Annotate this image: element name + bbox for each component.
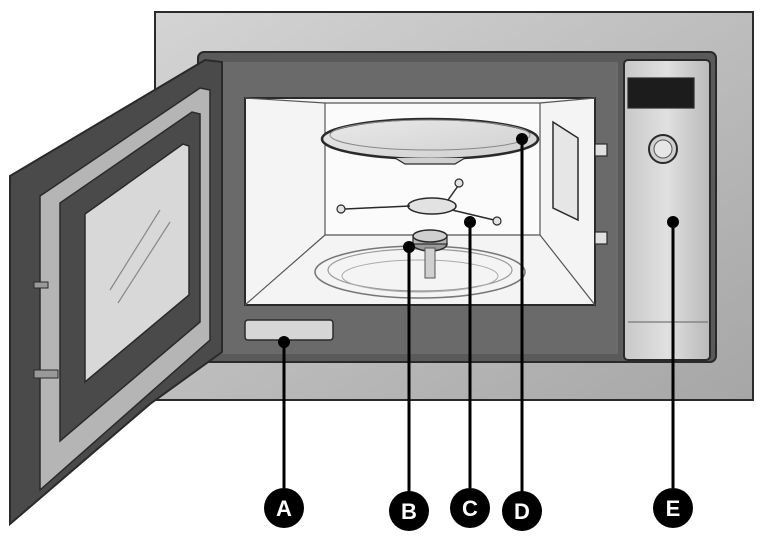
- display: [627, 77, 695, 109]
- door-latch-slot: [244, 319, 334, 341]
- callout-C-label: C: [462, 496, 478, 521]
- callout-A-label: A: [276, 496, 292, 521]
- door: [9, 58, 223, 527]
- leader-lines: [278, 133, 679, 492]
- callout-E: E: [653, 488, 693, 528]
- callout-E-label: E: [666, 496, 681, 521]
- callout-C: C: [450, 488, 490, 528]
- callout-B: B: [389, 491, 429, 531]
- callout-D: D: [502, 491, 542, 531]
- callout-B-label: B: [401, 499, 417, 524]
- callout-A: A: [264, 488, 304, 528]
- roller-support: [336, 178, 502, 226]
- latch-holes: [594, 143, 608, 245]
- callout-D-label: D: [514, 499, 530, 524]
- glass-tray: [320, 117, 540, 165]
- control-panel: [623, 59, 711, 361]
